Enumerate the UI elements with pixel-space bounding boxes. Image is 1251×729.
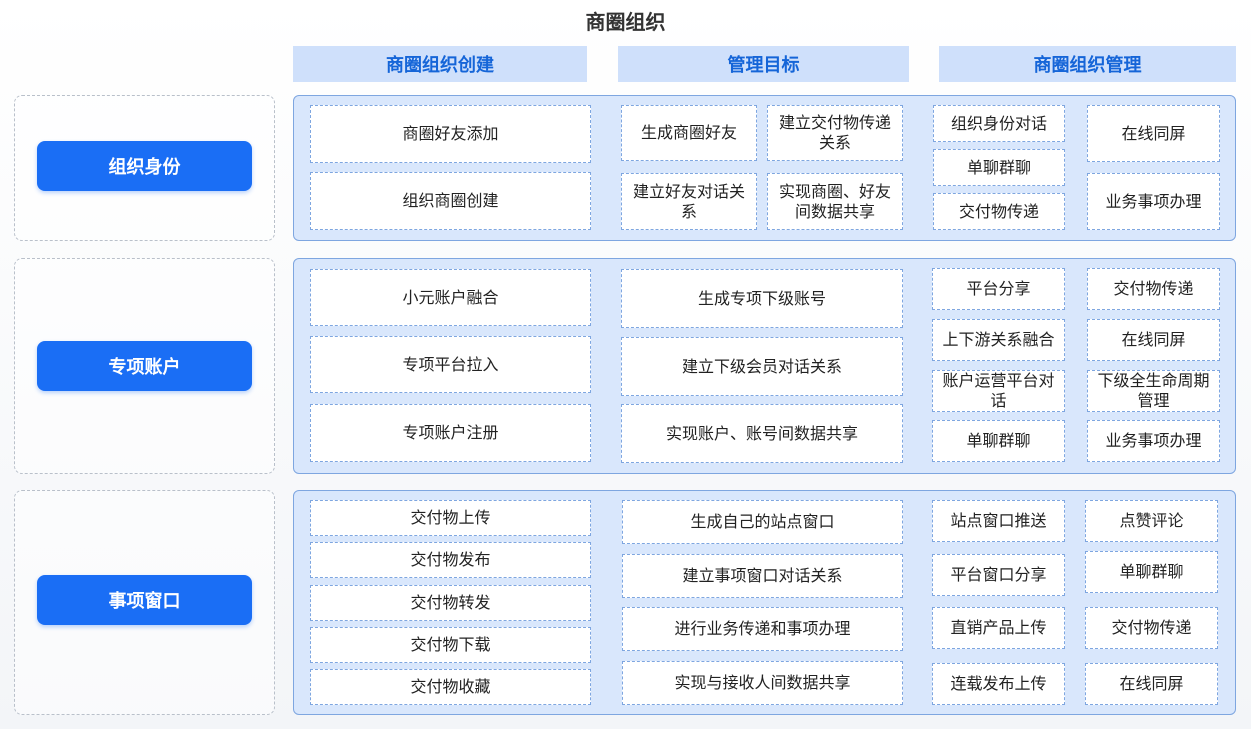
manage-item: 平台分享 [932,268,1065,310]
column-header-create: 商圈组织创建 [293,46,587,82]
manage-item: 交付物传递 [1087,268,1220,310]
column-header-goals: 管理目标 [618,46,909,82]
create-item: 小元账户融合 [310,269,591,326]
create-item: 交付物上传 [310,500,591,536]
manage-item: 交付物传递 [1085,607,1218,649]
manage-item: 点赞评论 [1085,500,1218,542]
goal-item: 生成自己的站点窗口 [622,500,903,544]
manage-item: 业务事项办理 [1087,173,1220,230]
create-item: 交付物收藏 [310,669,591,705]
manage-item: 业务事项办理 [1087,420,1220,462]
goal-item: 生成专项下级账号 [621,269,903,328]
create-item: 交付物下载 [310,627,591,663]
manage-item: 平台窗口分享 [932,554,1065,596]
create-item: 交付物发布 [310,542,591,578]
manage-item: 交付物传递 [933,193,1065,230]
goal-item: 建立好友对话关系 [621,173,757,230]
manage-item: 组织身份对话 [933,105,1065,142]
goal-item: 建立交付物传递关系 [767,105,903,161]
create-item: 专项平台拉入 [310,336,591,393]
manage-item: 下级全生命周期管理 [1087,370,1220,412]
manage-item: 单聊群聊 [932,420,1065,462]
goal-item: 实现商圈、好友间数据共享 [767,173,903,230]
column-header-manage: 商圈组织管理 [939,46,1236,82]
goal-item: 实现与接收人间数据共享 [622,661,903,705]
manage-item: 站点窗口推送 [932,500,1065,542]
goal-item: 生成商圈好友 [621,105,757,161]
page-title: 商圈组织 [585,10,666,34]
manage-item: 单聊群聊 [933,149,1065,186]
manage-item: 在线同屏 [1087,105,1220,162]
goal-item: 实现账户、账号间数据共享 [621,404,903,463]
goal-item: 建立事项窗口对话关系 [622,554,903,598]
create-item: 组织商圈创建 [310,172,591,230]
create-item: 专项账户注册 [310,404,591,462]
manage-item: 直销产品上传 [932,607,1065,649]
manage-item: 单聊群聊 [1085,551,1218,593]
goal-item: 进行业务传递和事项办理 [622,607,903,651]
manage-item: 连载发布上传 [932,663,1065,705]
manage-item: 在线同屏 [1085,663,1218,705]
create-item: 交付物转发 [310,585,591,621]
goal-item: 建立下级会员对话关系 [621,337,903,396]
create-item: 商圈好友添加 [310,105,591,163]
row-label-account[interactable]: 专项账户 [37,341,252,391]
manage-item: 在线同屏 [1087,319,1220,361]
row-label-identity[interactable]: 组织身份 [37,141,252,191]
manage-item: 上下游关系融合 [932,319,1065,361]
manage-item: 账户运营平台对话 [932,370,1065,412]
row-label-window[interactable]: 事项窗口 [37,575,252,625]
